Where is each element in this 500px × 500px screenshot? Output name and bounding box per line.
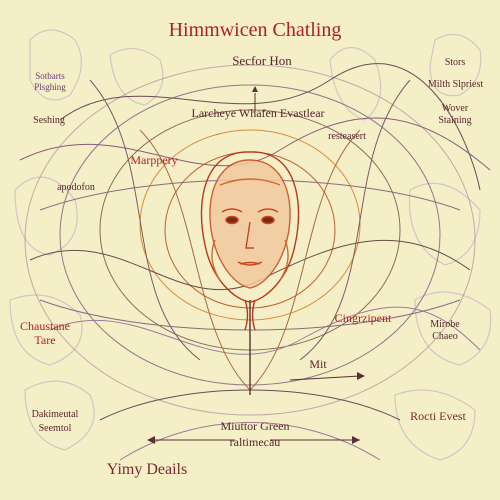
wover-label-2: Staining: [438, 115, 472, 126]
wover-label-1: Wover: [441, 103, 469, 114]
cingrzipent-label: Cingrzipent: [334, 311, 392, 325]
mit-label: Mit: [309, 357, 327, 371]
top-left-label-1: Sotbarts: [35, 71, 65, 81]
chaustane-label: Chaustane: [20, 319, 70, 333]
tangled-lines: [19, 63, 491, 461]
mappery-label: Marppery: [130, 153, 178, 167]
dakimental-label-2: Seemtol: [38, 423, 72, 434]
tare-label: Tare: [34, 333, 56, 347]
seshing-label: Seshing: [33, 115, 65, 126]
arc-right-label: resteasert: [328, 131, 366, 142]
miuttor-label-1: Miuttor Green: [220, 419, 290, 433]
mirobe-label-2: Chaeo: [432, 331, 458, 342]
arrow-markers: [147, 86, 365, 444]
top-left-label-2: Plsghing: [34, 82, 66, 92]
dakimental-label-1: Dakimeutal: [31, 409, 79, 420]
arc-top-label: Larcheye Whafen Evastlear: [191, 106, 325, 120]
central-face: [200, 151, 300, 331]
yimy-label: Yimy Deails: [106, 461, 188, 478]
background-figures: [9, 29, 492, 461]
miuttor-label-2: raltimecau: [229, 435, 281, 449]
top-right-label-2: Milth Slpriest: [427, 79, 484, 90]
page-title: Himmwicen Chatling: [168, 19, 342, 41]
top-right-label-1: Stors: [444, 57, 466, 68]
rocti-label: Rocti Evest: [410, 409, 466, 423]
sector-label: Secfor Hon: [232, 53, 292, 68]
mirobe-label-1: Mirobe: [430, 319, 460, 330]
apodon-label: apodofon: [57, 182, 95, 193]
